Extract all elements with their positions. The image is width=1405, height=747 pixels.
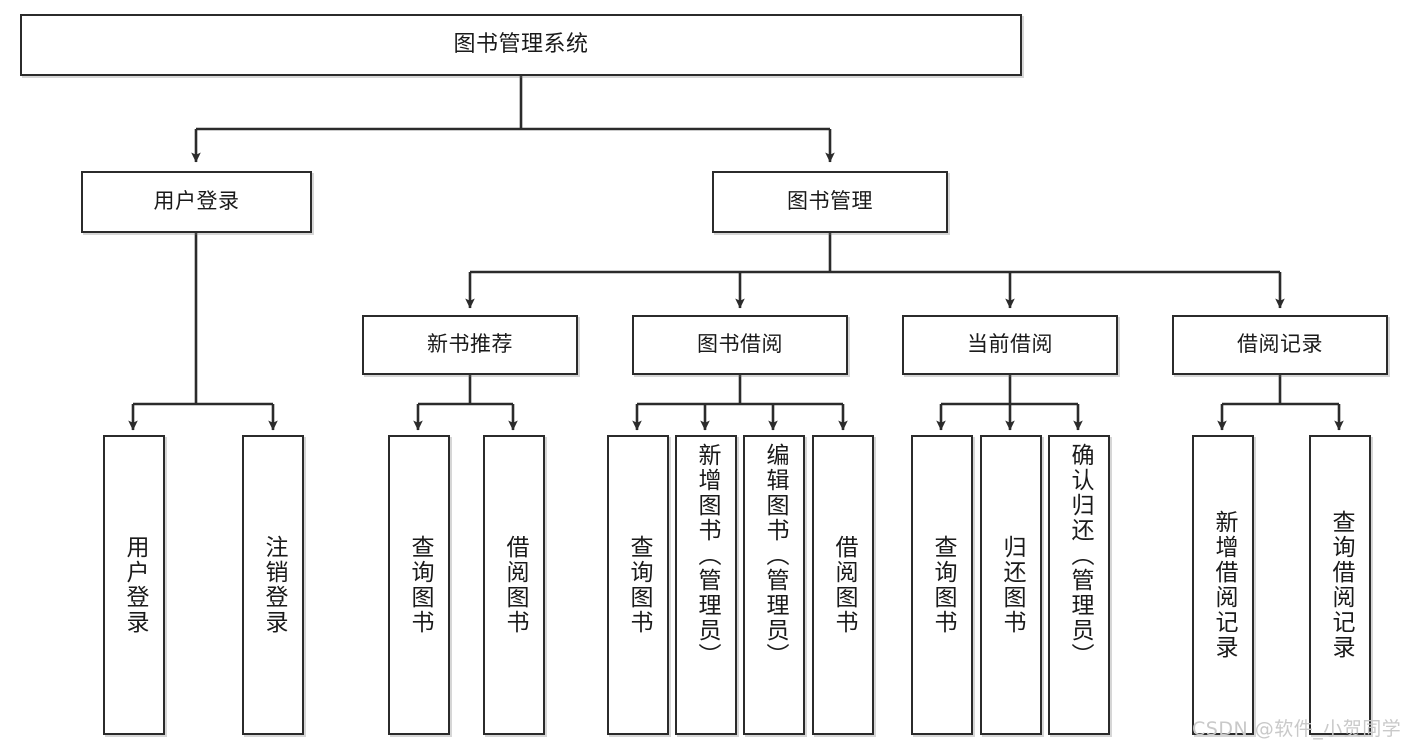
node-leaf-borrow-book-1-label: 借阅图书 [501, 535, 528, 635]
node-root[interactable]: 图书管理系统 [20, 14, 1022, 76]
node-borrow-record[interactable]: 借阅记录 [1172, 315, 1388, 375]
node-leaf-return-book[interactable]: 归还图书 [980, 435, 1042, 735]
node-leaf-add-book[interactable]: 新增图书（管理员） [675, 435, 737, 735]
node-leaf-borrow-book-2-label: 借阅图书 [830, 535, 857, 635]
node-leaf-query-book-3[interactable]: 查询图书 [911, 435, 973, 735]
node-leaf-borrow-book-2[interactable]: 借阅图书 [812, 435, 874, 735]
watermark: CSDN @软件_小贺同学 [1192, 718, 1402, 740]
node-book-management-label: 图书管理 [787, 189, 873, 214]
node-leaf-edit-book-label: 编辑图书（管理员） [761, 443, 788, 668]
node-book-borrow-label: 图书借阅 [697, 332, 783, 357]
node-leaf-query-book-2[interactable]: 查询图书 [607, 435, 669, 735]
node-leaf-query-record[interactable]: 查询借阅记录 [1309, 435, 1371, 735]
node-leaf-confirm-return-label: 确认归还（管理员） [1066, 443, 1093, 668]
node-leaf-query-book-2-label: 查询图书 [625, 535, 652, 635]
node-root-label: 图书管理系统 [453, 31, 589, 57]
node-leaf-query-record-label: 查询借阅记录 [1327, 510, 1354, 660]
node-leaf-borrow-book-1[interactable]: 借阅图书 [483, 435, 545, 735]
node-current-borrow-label: 当前借阅 [967, 332, 1053, 357]
node-leaf-logout-label: 注销登录 [260, 535, 287, 635]
node-current-borrow[interactable]: 当前借阅 [902, 315, 1118, 375]
node-user-login[interactable]: 用户登录 [81, 171, 312, 233]
node-leaf-add-record-label: 新增借阅记录 [1210, 510, 1237, 660]
node-leaf-query-book-1-label: 查询图书 [406, 535, 433, 635]
node-leaf-add-book-label: 新增图书（管理员） [693, 443, 720, 668]
node-leaf-query-book-3-label: 查询图书 [929, 535, 956, 635]
node-leaf-edit-book[interactable]: 编辑图书（管理员） [743, 435, 805, 735]
node-leaf-user-login[interactable]: 用户登录 [103, 435, 165, 735]
node-borrow-record-label: 借阅记录 [1237, 332, 1323, 357]
node-leaf-return-book-label: 归还图书 [998, 535, 1025, 635]
node-leaf-add-record[interactable]: 新增借阅记录 [1192, 435, 1254, 735]
node-book-management[interactable]: 图书管理 [712, 171, 948, 233]
node-leaf-query-book-1[interactable]: 查询图书 [388, 435, 450, 735]
node-user-login-label: 用户登录 [153, 189, 240, 214]
node-book-borrow[interactable]: 图书借阅 [632, 315, 848, 375]
node-new-book-recommend-label: 新书推荐 [427, 332, 513, 357]
node-leaf-logout[interactable]: 注销登录 [242, 435, 304, 735]
node-leaf-user-login-label: 用户登录 [121, 535, 148, 635]
node-new-book-recommend[interactable]: 新书推荐 [362, 315, 578, 375]
node-leaf-confirm-return[interactable]: 确认归还（管理员） [1048, 435, 1110, 735]
